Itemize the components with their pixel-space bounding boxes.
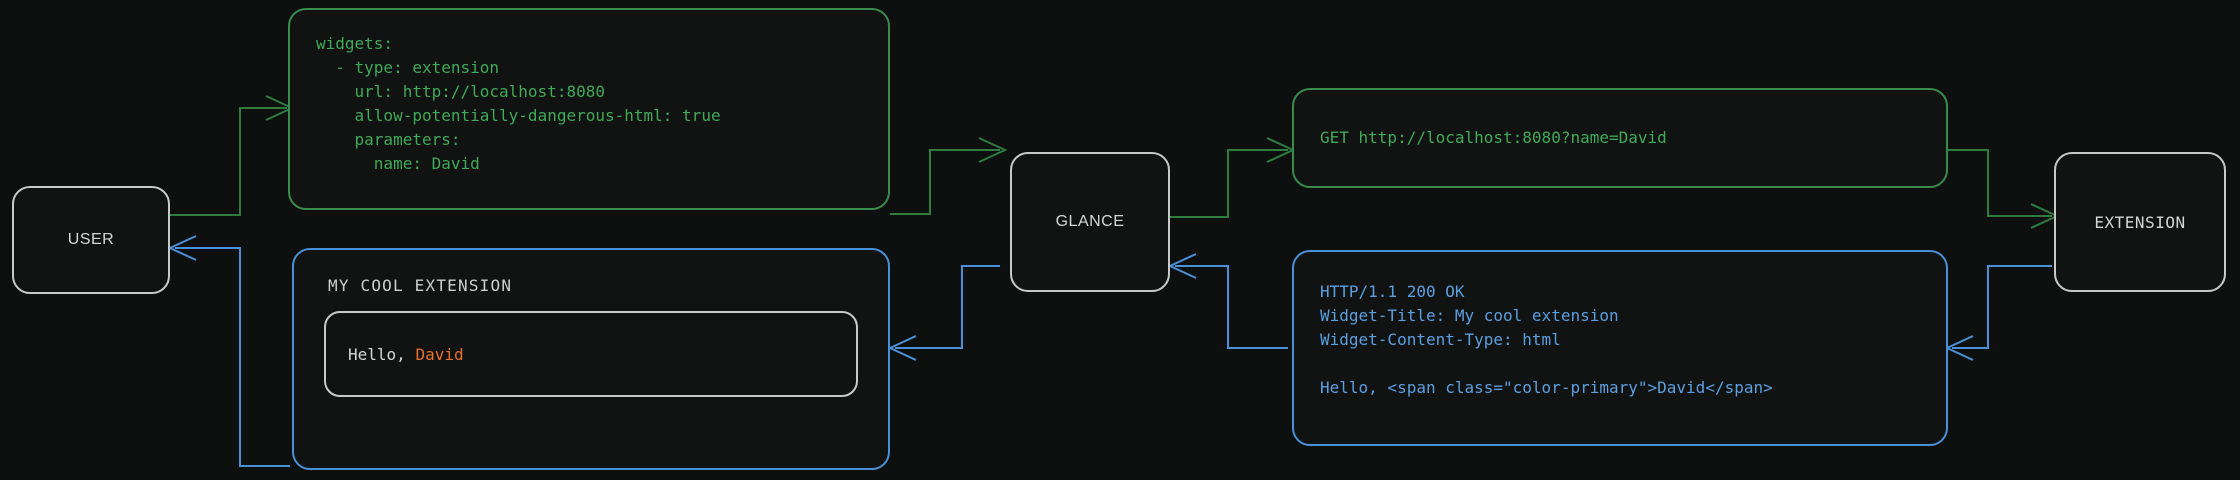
arrowhead-glance-in-top — [978, 137, 1008, 163]
node-glance-label: GLANCE — [1055, 213, 1125, 230]
message-http-request: GET http://localhost:8080?name=David — [1292, 88, 1948, 188]
wire-config-to-glance — [890, 149, 1000, 215]
wire-response-to-glance — [1175, 265, 1288, 349]
widget-preview-card: Hello, David — [324, 311, 858, 397]
node-user[interactable]: USER — [12, 186, 170, 294]
arrowhead-glance-in-bottom — [1167, 253, 1197, 279]
arrowhead-response-in — [1944, 335, 1974, 361]
arrowhead-request-in — [1266, 137, 1296, 163]
widget-preview-title: MY COOL EXTENSION — [328, 276, 513, 295]
http-response-text: HTTP/1.1 200 OK Widget-Title: My cool ex… — [1320, 282, 1773, 397]
arrowhead-widget-in — [887, 335, 917, 361]
node-user-label: USER — [67, 231, 115, 248]
wire-request-to-extension — [1948, 149, 2052, 217]
config-yaml-text: widgets: - type: extension url: http://l… — [316, 34, 721, 173]
wire-glance-to-widget — [895, 265, 1000, 349]
widget-greeting-prefix: Hello, — [348, 344, 416, 364]
widget-greeting-name: David — [415, 344, 464, 364]
wire-glance-to-request — [1170, 149, 1288, 218]
message-http-response: HTTP/1.1 200 OK Widget-Title: My cool ex… — [1292, 250, 1948, 446]
wire-user-to-config — [170, 107, 287, 216]
widget-preview-panel: MY COOL EXTENSION Hello, David — [292, 248, 890, 470]
node-glance[interactable]: GLANCE — [1010, 152, 1170, 292]
message-config-yaml: widgets: - type: extension url: http://l… — [288, 8, 890, 210]
node-extension[interactable]: EXTENSION — [2054, 152, 2226, 292]
node-extension-label: EXTENSION — [2094, 212, 2186, 232]
http-request-text: GET http://localhost:8080?name=David — [1320, 128, 1667, 147]
wire-extension-to-response — [1952, 265, 2052, 349]
wire-widget-to-user — [175, 247, 290, 467]
arrowhead-user-in — [167, 235, 197, 261]
